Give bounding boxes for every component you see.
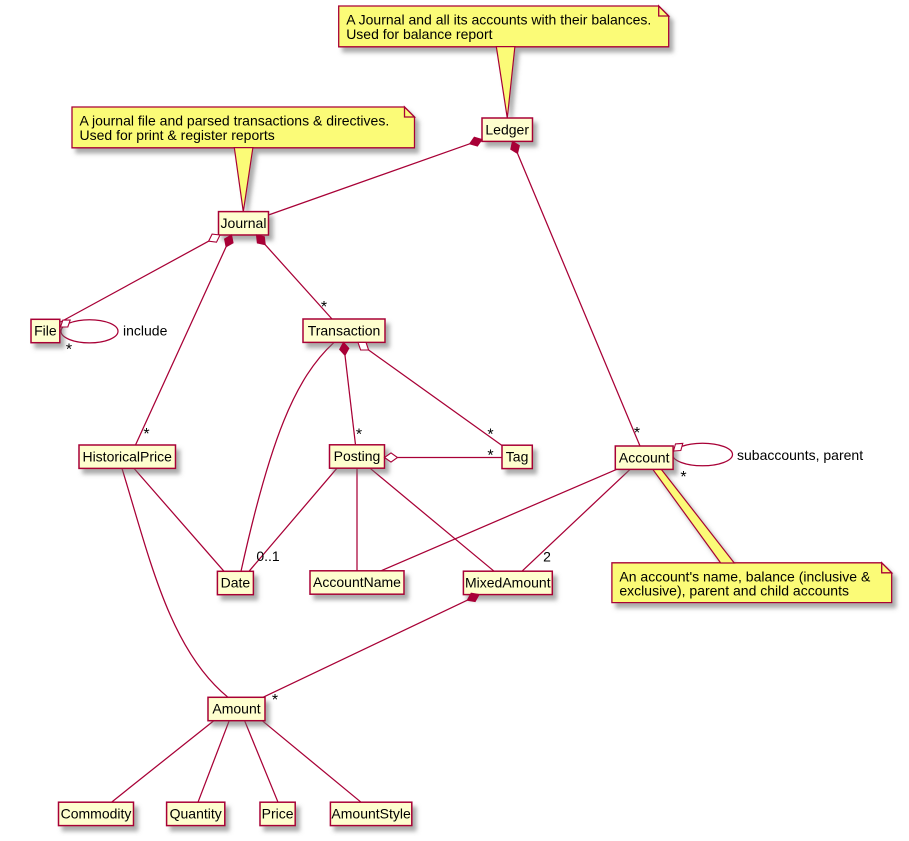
svg-text:*: *	[143, 426, 149, 443]
svg-text:AccountName: AccountName	[313, 574, 401, 590]
svg-text:Quantity: Quantity	[170, 806, 222, 822]
svg-text:HistoricalPrice: HistoricalPrice	[82, 448, 172, 464]
svg-text:File: File	[34, 323, 57, 339]
svg-text:*: *	[356, 427, 362, 444]
svg-text:*: *	[272, 692, 278, 709]
svg-text:Journal: Journal	[221, 215, 267, 231]
svg-text:subaccounts, parent: subaccounts, parent	[737, 447, 863, 463]
svg-text:Tag: Tag	[506, 449, 529, 465]
svg-text:include: include	[123, 322, 168, 338]
svg-text:Price: Price	[262, 806, 294, 822]
svg-text:*: *	[321, 299, 327, 316]
svg-text:Amount: Amount	[212, 701, 260, 717]
svg-text:MixedAmount: MixedAmount	[465, 575, 551, 591]
svg-text:A Journal and all its accounts: A Journal and all its accounts with thei…	[346, 12, 651, 28]
svg-text:*: *	[487, 427, 493, 444]
svg-text:0..1: 0..1	[256, 548, 280, 564]
svg-text:AmountStyle: AmountStyle	[331, 806, 411, 822]
svg-text:An account's name, balance (in: An account's name, balance (inclusive &	[619, 568, 871, 584]
svg-text:*: *	[634, 425, 640, 442]
svg-text:*: *	[487, 448, 493, 465]
svg-text:A journal file and parsed tran: A journal file and parsed transactions &…	[80, 113, 390, 129]
svg-text:Used for print & register repo: Used for print & register reports	[80, 127, 275, 143]
svg-text:Used for balance report: Used for balance report	[346, 26, 492, 42]
svg-text:Ledger: Ledger	[485, 121, 529, 137]
svg-text:Account: Account	[619, 449, 670, 465]
svg-text:*: *	[680, 469, 686, 486]
svg-text:Posting: Posting	[334, 448, 381, 464]
svg-text:Transaction: Transaction	[308, 322, 381, 338]
svg-text:Date: Date	[221, 575, 251, 591]
svg-text:exclusive), parent and child a: exclusive), parent and child accounts	[619, 583, 849, 599]
svg-text:*: *	[66, 342, 72, 359]
svg-text:Commodity: Commodity	[61, 806, 132, 822]
svg-text:2: 2	[543, 549, 551, 565]
